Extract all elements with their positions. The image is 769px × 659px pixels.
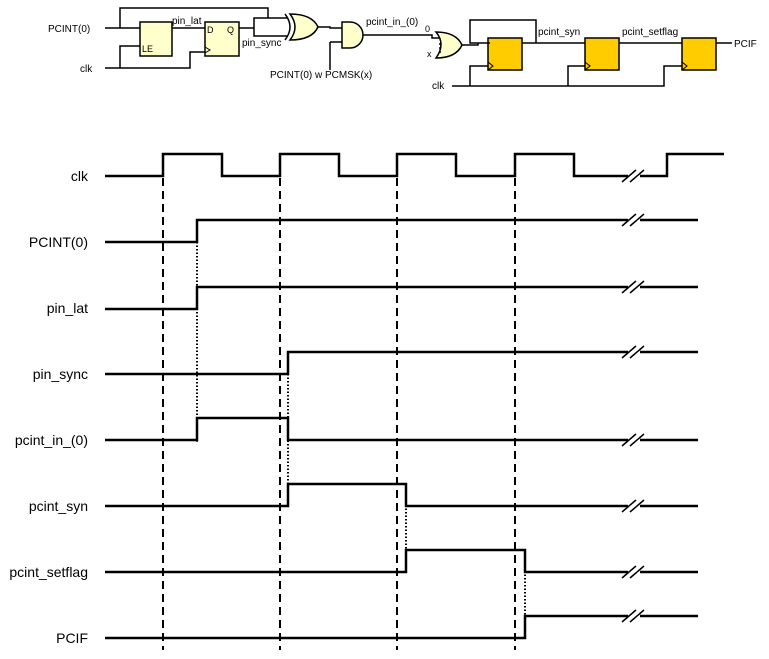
flipflop-3 xyxy=(681,37,717,71)
ff-d-label: D xyxy=(207,25,214,35)
waveform-pcint-setflag xyxy=(105,548,698,574)
pin-lat-wire-label: pin_lat xyxy=(172,16,202,27)
or-input-x-label: x xyxy=(427,49,432,59)
signal-label-clk: clk xyxy=(71,168,89,184)
signal-label-pcint0: PCINT(0) xyxy=(29,234,88,250)
or-input-0-label: 0 xyxy=(425,24,430,34)
pcint-in-wire-label: pcint_in_(0) xyxy=(366,17,418,28)
waveform-pcint-syn xyxy=(105,482,698,508)
flipflop-1 xyxy=(487,37,523,71)
waveform-clk xyxy=(105,152,724,178)
flipflop-2 xyxy=(584,37,620,71)
waveform-pin-sync xyxy=(105,350,698,376)
and-gate xyxy=(341,21,364,49)
schematic-wires xyxy=(105,7,732,87)
schematic-output-label: PCIF xyxy=(734,39,757,50)
signal-labels: clk PCINT(0) pin_lat pin_sync pcint_in_(… xyxy=(9,168,89,646)
schematic-input-label: PCINT(0) xyxy=(48,24,90,35)
signal-label-pin-lat: pin_lat xyxy=(47,300,88,316)
ff-q-label: Q xyxy=(227,25,234,35)
waveform-pcint0 xyxy=(105,218,698,244)
d-flipflop-block xyxy=(204,21,240,57)
pcint-syn-wire-label: pcint_syn xyxy=(538,27,580,38)
or-gate xyxy=(434,31,463,59)
clock-edge-markers xyxy=(162,178,516,650)
waveform-pcint-in xyxy=(105,416,698,442)
signal-label-pcint-syn: pcint_syn xyxy=(29,498,88,514)
xor-gate xyxy=(288,13,319,41)
schematic-dots xyxy=(439,43,441,53)
time-break-marks xyxy=(621,169,645,623)
schematic-clk-right-label: clk xyxy=(432,81,445,92)
signal-label-pcint-in: pcint_in_(0) xyxy=(15,432,88,448)
signal-label-pcint-setflag: pcint_setflag xyxy=(9,564,88,580)
waveform-pin-lat xyxy=(105,285,698,311)
timing-diagram: clk PCINT(0) pin_lat pin_sync pcint_in_(… xyxy=(9,152,724,650)
schematic xyxy=(105,7,732,87)
latch-block xyxy=(139,21,173,57)
pin-sync-wire-label: pin_sync xyxy=(242,38,281,49)
signal-label-pcif: PCIF xyxy=(56,630,88,646)
waveform-pcif xyxy=(105,614,698,640)
signal-label-pin-sync: pin_sync xyxy=(33,366,88,382)
schematic-clk-label: clk xyxy=(80,64,93,75)
latch-enable-label: LE xyxy=(142,44,153,54)
pcint-setflag-wire-label: pcint_setflag xyxy=(622,27,678,38)
mask-label: PCINT(0) w PCMSK(x) xyxy=(270,70,372,81)
